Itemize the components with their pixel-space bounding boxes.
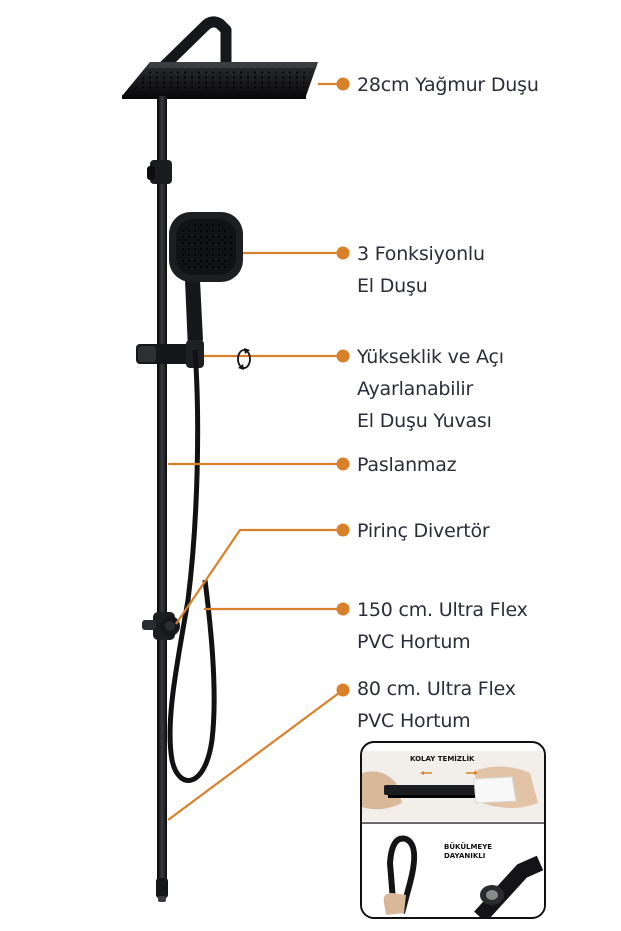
diverter (142, 612, 180, 640)
label-hand-shower-line1: 3 Fonksiyonlu (357, 243, 485, 265)
kink-resistant-line1: BÜKÜLMEYE (444, 843, 493, 851)
detail-inset: KOLAY TEMİZLİK BÜKÜLMEYE DAYANIKLI (360, 741, 546, 919)
leader-diverter (175, 528, 343, 625)
label-hand-shower-line2: El Duşu (357, 275, 428, 297)
label-hose-150: 150 cm. Ultra Flex PVC Hortum (357, 594, 528, 658)
leader-dot-rain-shower (336, 77, 350, 91)
shower-arm (154, 16, 232, 80)
label-diverter: Pirinç Divertör (357, 515, 490, 547)
wall-bracket-upper (147, 160, 172, 184)
shower-hose (167, 349, 217, 783)
leader-dot-hose-80 (336, 683, 350, 697)
leader-dot-stainless (336, 457, 350, 471)
label-stainless-line1: Paslanmaz (357, 454, 457, 476)
detail-inset-illustration (362, 751, 544, 917)
hand-shower (169, 212, 243, 350)
riser-bottom-cap (156, 878, 168, 902)
leader-dot-hand-shower (336, 246, 350, 260)
label-holder-line3: El Duşu Yuvası (357, 410, 492, 432)
label-stainless: Paslanmaz (357, 449, 457, 481)
label-hose-80-line2: PVC Hortum (357, 710, 471, 732)
label-hose-150-line1: 150 cm. Ultra Flex (357, 599, 528, 621)
leader-hose-80 (167, 689, 344, 821)
leader-dot-holder (336, 349, 350, 363)
hand-shower-holder (136, 340, 204, 368)
label-holder: Yükseklik ve Açı Ayarlanabilir El Duşu Y… (357, 341, 504, 437)
label-rain-shower: 28cm Yağmur Duşu (357, 69, 539, 101)
leader-dot-diverter (336, 523, 350, 537)
label-holder-line1: Yükseklik ve Açı (357, 346, 504, 368)
label-diverter-line1: Pirinç Divertör (357, 520, 490, 542)
label-hand-shower: 3 Fonksiyonlu El Duşu (357, 238, 485, 302)
label-hose-150-line2: PVC Hortum (357, 631, 471, 653)
label-holder-line2: Ayarlanabilir (357, 378, 474, 400)
riser-pipe (157, 96, 167, 886)
kink-resistant-line2: DAYANIKLI (444, 852, 486, 860)
label-rain-shower-line1: 28cm Yağmur Duşu (357, 74, 539, 96)
label-hose-80-line1: 80 cm. Ultra Flex (357, 678, 516, 700)
easy-clean-caption: KOLAY TEMİZLİK (410, 755, 475, 763)
leader-dot-hose-150 (336, 602, 350, 616)
kink-resistant-caption: BÜKÜLMEYE DAYANIKLI (444, 843, 492, 861)
rain-shower-head (122, 62, 318, 99)
rotate-arrow-icon (237, 348, 251, 370)
label-hose-80: 80 cm. Ultra Flex PVC Hortum (357, 673, 516, 737)
